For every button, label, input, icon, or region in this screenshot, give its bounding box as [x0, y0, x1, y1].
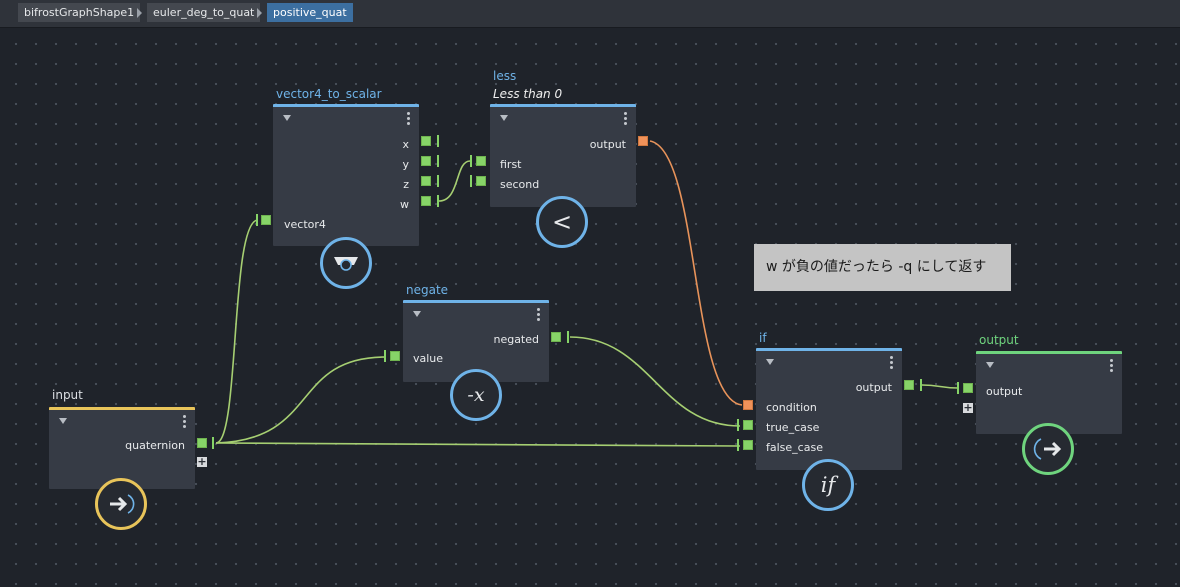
- node-menu-icon[interactable]: [537, 308, 540, 323]
- port-negated[interactable]: [551, 332, 561, 342]
- node-menu-icon[interactable]: [890, 356, 893, 371]
- breadcrumb-separator-icon: [257, 8, 262, 18]
- port-tick: [470, 175, 472, 187]
- output-arrow-icon: [1022, 423, 1074, 475]
- port-quaternion[interactable]: [197, 438, 207, 448]
- collapse-arrow-icon[interactable]: [59, 418, 67, 424]
- wire-input-to-vector4[interactable]: [215, 219, 259, 444]
- node-negate[interactable]: negated value: [403, 300, 549, 382]
- wire-if-to-output[interactable]: [921, 384, 959, 389]
- port-graph-output[interactable]: [963, 383, 973, 393]
- collapse-arrow-icon[interactable]: [986, 362, 994, 368]
- port-label-if-output: output: [855, 381, 892, 394]
- collapse-arrow-icon[interactable]: [413, 311, 421, 317]
- port-tick: [470, 155, 472, 167]
- port-label-second: second: [500, 178, 540, 191]
- port-label-negated: negated: [493, 333, 539, 346]
- if-icon: if: [802, 459, 854, 511]
- node-title-negate: negate: [406, 283, 449, 297]
- less-than-icon: <: [536, 196, 588, 248]
- port-label-y: y: [402, 158, 409, 171]
- port-label-value: value: [413, 352, 444, 365]
- port-tick: [957, 382, 959, 394]
- port-label-w: w: [400, 198, 409, 211]
- port-tick: [256, 214, 258, 226]
- port-y[interactable]: [421, 156, 431, 166]
- node-title-if: if: [759, 331, 767, 345]
- port-vector4[interactable]: [261, 215, 271, 225]
- node-menu-icon[interactable]: [624, 112, 627, 127]
- wire-negated-to-true-case[interactable]: [569, 336, 741, 427]
- port-tick: [920, 379, 922, 391]
- node-subtitle-less: Less than 0: [493, 87, 563, 101]
- node-menu-icon[interactable]: [183, 415, 186, 430]
- port-less-output[interactable]: [638, 136, 648, 146]
- node-menu-icon[interactable]: [407, 112, 410, 127]
- negate-icon: -x: [450, 369, 502, 421]
- port-tick: [437, 195, 439, 207]
- wire-w-to-first[interactable]: [438, 160, 471, 202]
- collapse-arrow-icon[interactable]: [283, 115, 291, 121]
- port-tick: [737, 419, 739, 431]
- port-label-output: output: [589, 138, 626, 151]
- port-label-quaternion: quaternion: [125, 439, 185, 452]
- port-tick: [567, 331, 569, 343]
- breadcrumb-item-compound[interactable]: euler_deg_to_quat: [147, 3, 261, 22]
- wire-input-to-negate[interactable]: [215, 356, 387, 444]
- port-tick: [437, 155, 439, 167]
- port-tick: [437, 175, 439, 187]
- port-false-case[interactable]: [743, 440, 753, 450]
- port-label-true-case: true_case: [766, 421, 820, 434]
- port-value[interactable]: [390, 351, 400, 361]
- port-true-case[interactable]: [743, 420, 753, 430]
- port-label-x: x: [402, 138, 409, 151]
- splitter-icon: [320, 237, 372, 289]
- node-input[interactable]: quaternion: [49, 407, 195, 489]
- breadcrumb-separator-icon: [137, 8, 142, 18]
- port-label-condition: condition: [766, 401, 817, 414]
- port-second[interactable]: [476, 176, 486, 186]
- add-port-icon[interactable]: +: [197, 455, 207, 468]
- node-if[interactable]: output condition true_case false_case: [756, 348, 902, 470]
- port-z[interactable]: [421, 176, 431, 186]
- port-first[interactable]: [476, 156, 486, 166]
- input-arrow-icon: [95, 478, 147, 530]
- node-output[interactable]: output: [976, 351, 1122, 434]
- port-label-false-case: false_case: [766, 441, 823, 454]
- wire-less-to-condition[interactable]: [649, 140, 743, 406]
- node-title-input: input: [52, 388, 83, 402]
- port-label-vector4: vector4: [284, 218, 326, 231]
- collapse-arrow-icon[interactable]: [500, 115, 508, 121]
- node-menu-icon[interactable]: [1110, 359, 1113, 374]
- node-title-less: less: [493, 69, 517, 83]
- port-x[interactable]: [421, 136, 431, 146]
- port-tick: [212, 437, 214, 449]
- breadcrumb-item-root[interactable]: bifrostGraphShape1: [18, 3, 141, 22]
- node-less[interactable]: output first second: [490, 104, 636, 207]
- node-title-vector4-to-scalar: vector4_to_scalar: [276, 87, 382, 101]
- port-tick: [737, 439, 739, 451]
- comment-note[interactable]: w が負の値だったら -q にして返す: [754, 244, 1011, 291]
- port-w[interactable]: [421, 196, 431, 206]
- port-label-z: z: [403, 178, 409, 191]
- add-port-icon[interactable]: +: [963, 401, 973, 414]
- port-if-output[interactable]: [904, 380, 914, 390]
- breadcrumb-item-current[interactable]: positive_quat: [267, 3, 353, 22]
- port-label-first: first: [500, 158, 522, 171]
- port-tick: [437, 135, 439, 147]
- collapse-arrow-icon[interactable]: [766, 359, 774, 365]
- node-vector4-to-scalar[interactable]: x y z w vector4: [273, 104, 419, 246]
- breadcrumb: bifrostGraphShape1 euler_deg_to_quat pos…: [0, 0, 1180, 28]
- port-tick: [384, 350, 386, 362]
- port-label-graph-output: output: [986, 385, 1023, 398]
- node-title-output: output: [979, 333, 1019, 347]
- port-condition[interactable]: [743, 400, 753, 410]
- wire-input-to-false-case[interactable]: [215, 442, 741, 447]
